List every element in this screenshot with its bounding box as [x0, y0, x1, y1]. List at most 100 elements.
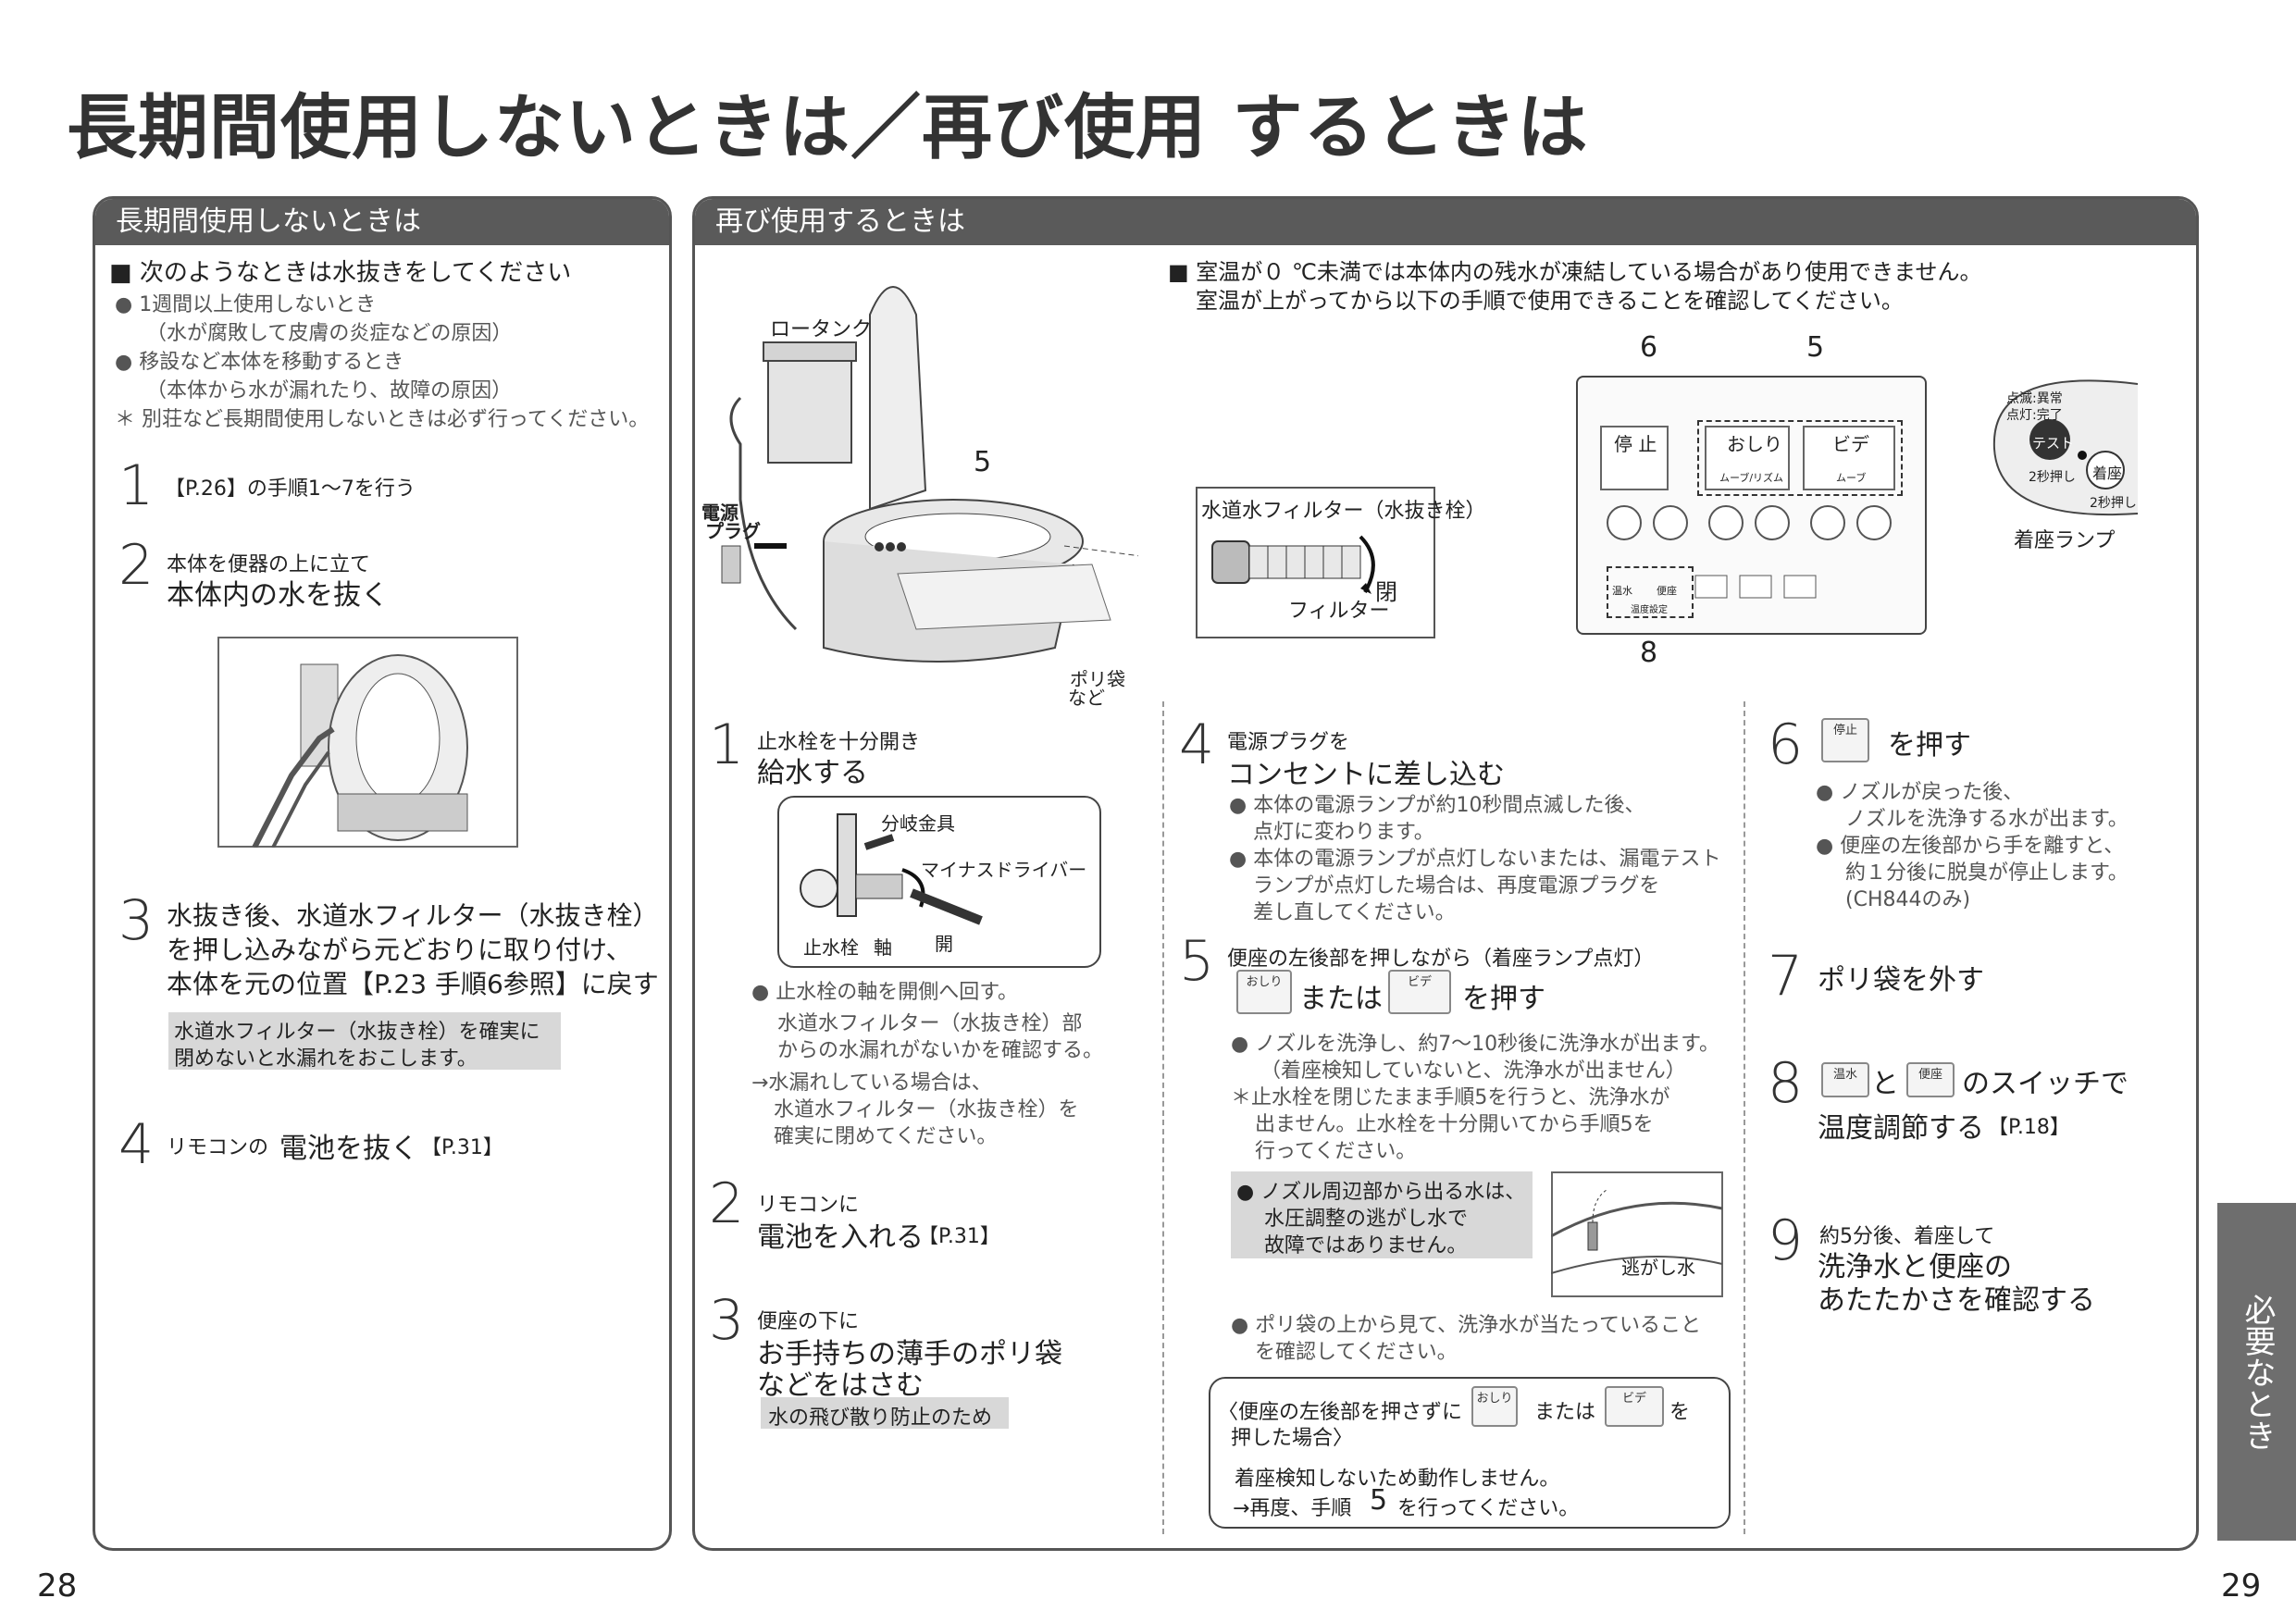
left-step1-number: 1	[118, 453, 155, 518]
col2-step5-note-5: 行ってください。	[1255, 1140, 1417, 1163]
col3-step6-press: を押す	[1888, 729, 1971, 762]
valve-illustration	[800, 813, 983, 925]
right-panel-heading: 再び使用するときは	[695, 199, 2196, 245]
remote-oshiri-button[interactable]	[1705, 426, 1790, 490]
remote-circle-buttons	[1607, 505, 1892, 540]
col3-step6-note-2: ノズルを洗浄する水が出ます。	[1845, 808, 2128, 831]
info-bide-text: ビデ	[1621, 1392, 1646, 1406]
col1-note-3: からの水漏れがないかを確認する。	[777, 1039, 1104, 1062]
label-power-plug-1: 電源	[701, 502, 738, 524]
left-step3-note-box	[168, 1012, 561, 1070]
col2-step4-note-3: ● 本体の電源ランプが点灯しないまたは、漏電テスト	[1229, 848, 1721, 871]
col3-step7-main: ポリ袋を外す	[1818, 964, 1984, 997]
col2-step4-number: 4	[1179, 712, 1215, 777]
left-step4-main: 電池を抜く	[279, 1133, 418, 1165]
remote-highlight-5	[1697, 420, 1903, 496]
toilet-illustration	[721, 286, 1138, 663]
valve-stop-label: 止水栓	[803, 936, 859, 959]
col2-poly-note-1: ● ポリ袋の上から見て、洗浄水が当たっていること	[1231, 1314, 1701, 1337]
remote-oshiri-label: おしり	[1727, 433, 1782, 455]
col-divider-1	[1162, 701, 1164, 1534]
left-step2-small: 本体を便器の上に立て	[167, 553, 371, 576]
left-step3-line3: 本体を元の位置【P.23 手順6参照】に戻す	[167, 969, 659, 999]
seat-button-label[interactable]: 着座	[2092, 465, 2123, 482]
col1-note-5: 水道水フィルター（水抜き栓）を	[774, 1098, 1079, 1121]
valve-shaft-label: 軸	[874, 936, 892, 959]
col2-step4-note-5: 差し直してください。	[1253, 901, 1456, 924]
remote-benza-label: 便座	[1657, 585, 1677, 597]
col1-step3-note-box	[761, 1397, 1009, 1429]
lamp-blink-2: 点灯:完了	[2006, 408, 2063, 423]
col3-step9-small: 約5分後、着座して	[1819, 1225, 1995, 1248]
benza-button-icon: 便座	[1906, 1062, 1955, 1097]
col1-note-1: ● 止水栓の軸を開側へ回す。	[751, 981, 1018, 1004]
left-step4-ref: 【P.31】	[421, 1136, 503, 1159]
col2-gray-note-3: 故障ではありません。	[1264, 1234, 1468, 1258]
col1-step3-small: 便座の下に	[757, 1310, 860, 1333]
col3-step8-main2: 温度調節する	[1818, 1112, 1984, 1145]
col2-step5-or: または	[1299, 983, 1383, 1015]
col1-note-2: 水道水フィルター（水抜き栓）部	[777, 1012, 1083, 1035]
label-low-tank: ロータンク	[770, 318, 873, 341]
col2-gray-note-2: 水圧調整の逃がし水で	[1264, 1208, 1469, 1231]
col3-step9-main2: あたたかさを確認する	[1818, 1284, 2095, 1317]
remote-bide-button[interactable]	[1803, 426, 1895, 490]
stop-icon-text: 停止	[1832, 724, 1857, 737]
valve-driver-label: マイナスドライバー	[921, 859, 1087, 881]
remote-onsui-label: 温水	[1612, 585, 1632, 597]
remote-small-buttons	[1694, 575, 1817, 599]
col1-step1-small: 止水栓を十分開き	[757, 731, 921, 754]
col3-step8-ref: 【P.18】	[1988, 1116, 2070, 1139]
remote-label-eight: 8	[1640, 637, 1658, 669]
info-bide-icon: ビデ	[1605, 1386, 1664, 1427]
onsui-icon-text: 温水	[1832, 1068, 1857, 1082]
col2-step5-note-2: （着座検知していないと、洗浄水が出ません）	[1260, 1059, 1686, 1083]
two-sec-2: 2秒押し	[2090, 496, 2137, 511]
info-box-line3: 着座検知しないため動作しません。	[1235, 1468, 1560, 1491]
info-oshiri-text: おしり	[1476, 1392, 1513, 1406]
info-box-line1-b: または	[1534, 1401, 1596, 1424]
col2-poly-note-2: を確認してください。	[1255, 1341, 1458, 1364]
left-bullet-5: ＊ 別荘など長期間使用しないときは必ず行ってください。	[115, 408, 650, 431]
remote-stop-label: 停 止	[1614, 433, 1657, 455]
left-step4-small: リモコンの	[167, 1136, 269, 1159]
left-bullet-2: （水が腐敗して皮膚の炎症などの原因）	[146, 322, 513, 345]
remote-highlight-8	[1607, 566, 1694, 618]
label-poly-bag-2: など	[1068, 687, 1105, 709]
col3-step7-number: 7	[1768, 944, 1804, 1009]
col1-step3-main1: お手持ちの薄手のポリ袋	[757, 1338, 1062, 1370]
filter-illustration	[1211, 535, 1375, 594]
info-box-line4-c: を行ってください。	[1397, 1497, 1580, 1520]
benza-icon-text: 便座	[1917, 1068, 1942, 1082]
col2-step4-small: 電源プラグを	[1227, 731, 1350, 754]
right-warning-1: ■ 室温が０ ℃未満では本体内の残水が凍結している場合があり使用できません。	[1168, 259, 1982, 285]
left-bullet-4: （本体から水が漏れたり、故障の原因）	[146, 379, 513, 403]
left-step3-line2: を押し込みながら元どおりに取り付け、	[167, 935, 632, 965]
col2-step5-number: 5	[1179, 929, 1215, 994]
info-box-line1-a: 〈便座の左後部を押さずに	[1218, 1401, 1463, 1424]
left-step2-number: 2	[118, 533, 155, 598]
col2-step5-note-4: 出ません。止水栓を十分開いてから手順5を	[1255, 1113, 1654, 1136]
stop-button-icon: 停止	[1821, 718, 1869, 762]
col1-step2-main: 電池を入れる	[757, 1221, 924, 1254]
col1-step3-main2: などをはさむ	[757, 1369, 924, 1402]
page-number-right: 29	[2221, 1567, 2262, 1604]
col2-step5-press: を押す	[1462, 983, 1545, 1015]
col1-step1-main: 給水する	[757, 757, 868, 789]
remote-bide-label: ビデ	[1832, 433, 1869, 455]
col1-step2-ref: 【P.31】	[918, 1225, 1000, 1248]
info-box-line4-b: 5	[1370, 1484, 1388, 1517]
remote-stop-button[interactable]	[1600, 426, 1669, 490]
section-side-tab: 必要なとき	[2217, 1203, 2296, 1541]
remote-label-six: 6	[1640, 331, 1658, 364]
bide-icon-text: ビデ	[1407, 975, 1432, 989]
col3-step6-note-4: 約１分後に脱臭が停止します。	[1845, 861, 2128, 885]
col1-note-6: 確実に閉めてください。	[774, 1125, 998, 1148]
col1-step2-number: 2	[709, 1171, 745, 1236]
label-five-toilet: 5	[974, 446, 992, 478]
col-divider-2	[1744, 701, 1745, 1534]
lamp-callout	[1992, 379, 2138, 516]
test-button-label[interactable]: テスト	[2032, 435, 2075, 452]
bide-button-icon: ビデ	[1388, 970, 1451, 1014]
left-step2-main: 本体内の水を抜く	[167, 579, 389, 612]
